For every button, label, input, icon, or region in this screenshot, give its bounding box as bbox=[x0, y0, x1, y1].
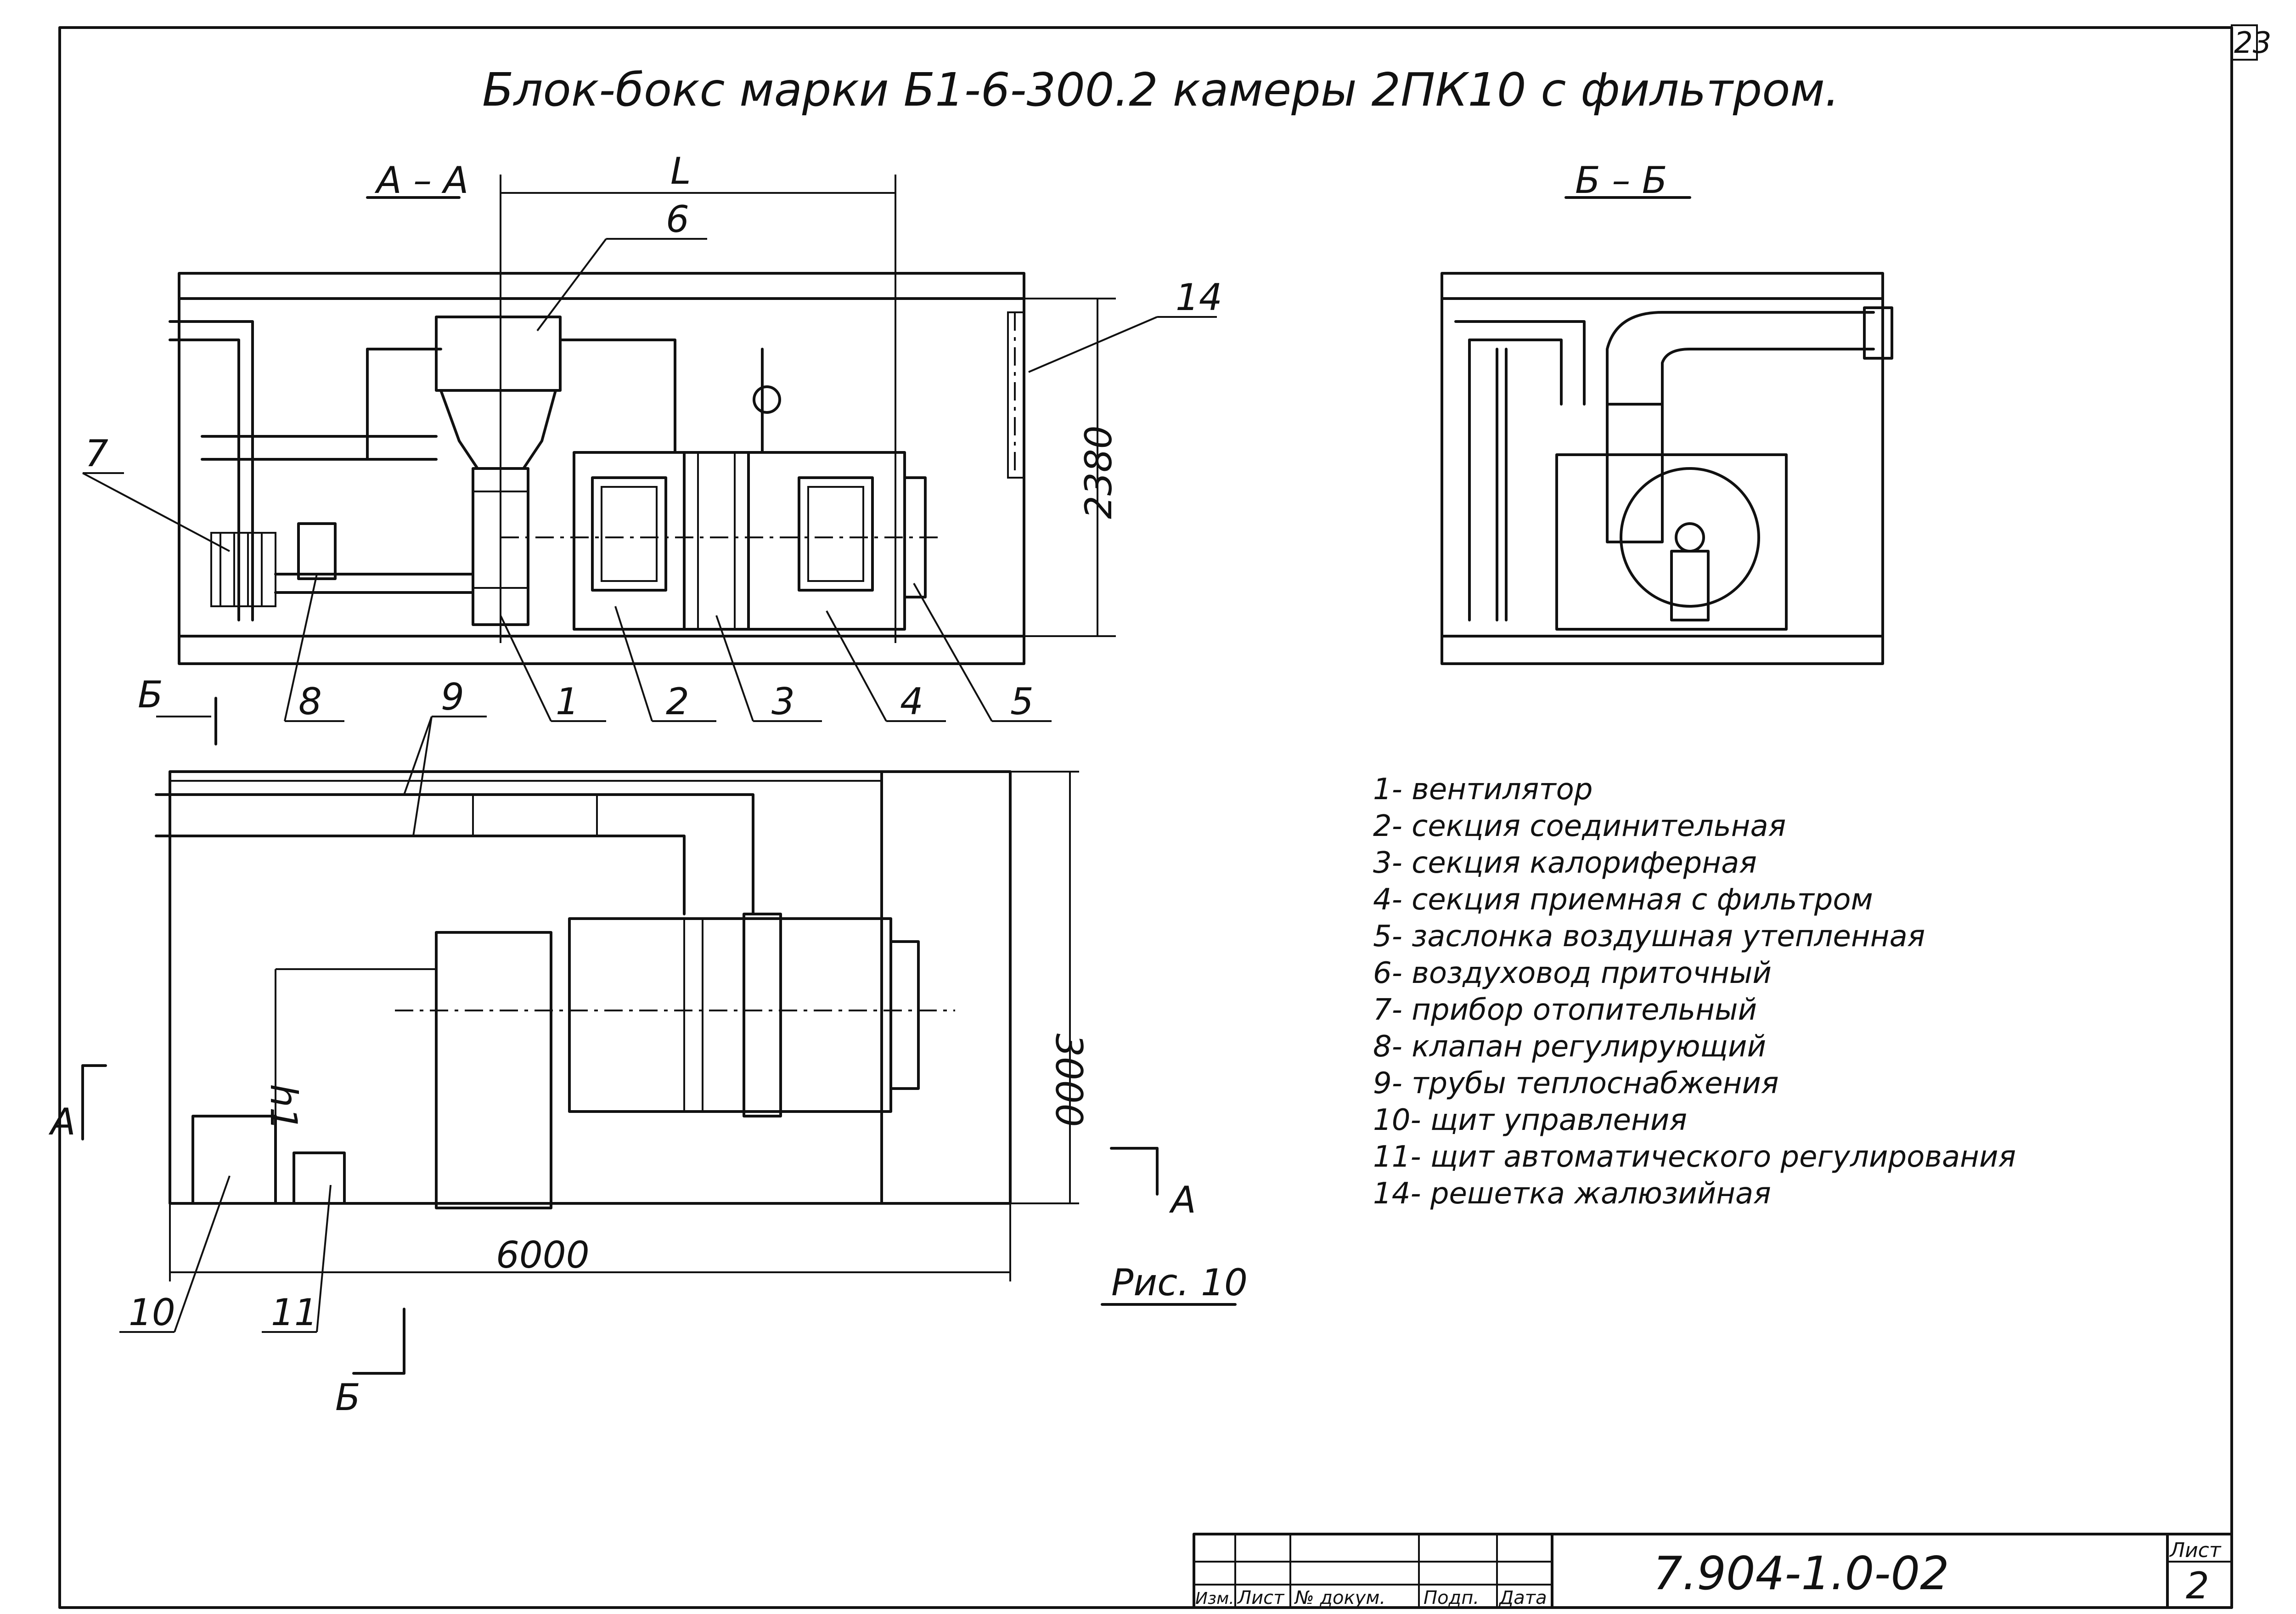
section-bb-view: Б – Б bbox=[1441, 159, 1893, 665]
legend-item-9: 9- трубы теплоснабжения bbox=[1373, 1067, 1779, 1100]
callout-11: 11 bbox=[271, 1291, 318, 1334]
legend-item-7: 7- прибор отопительный bbox=[1373, 993, 1757, 1027]
sheet-corner-box bbox=[2231, 24, 2258, 61]
tb-header-doc: № докум. bbox=[1294, 1587, 1385, 1608]
cut-marker-b-top: Б bbox=[138, 673, 163, 716]
callout-6: 6 bbox=[666, 198, 689, 241]
callout-2: 2 bbox=[666, 680, 689, 723]
section-bb-label: Б – Б bbox=[1575, 159, 1667, 202]
legend: 1- вентилятор 2- секция соединительная 3… bbox=[1373, 773, 2016, 1211]
tb-header-list: Лист bbox=[1237, 1587, 1285, 1608]
callout-1: 1 bbox=[556, 680, 579, 723]
callout-5: 5 bbox=[1010, 680, 1034, 723]
control-panel bbox=[191, 1115, 277, 1205]
tb-header-izm: Изм. bbox=[1195, 1589, 1234, 1608]
callout-3: 3 bbox=[771, 680, 795, 723]
cut-marker-b-bottom: Б bbox=[335, 1376, 360, 1419]
callout-8: 8 bbox=[298, 680, 322, 723]
section-aa-label: А – А bbox=[374, 159, 468, 202]
dim-6000-label: 6000 bbox=[496, 1234, 590, 1276]
heating-device bbox=[210, 532, 276, 607]
callout-7: 7 bbox=[85, 432, 108, 475]
tb-header-sign: Подп. bbox=[1424, 1587, 1479, 1608]
plan-room bbox=[169, 770, 1012, 1205]
drawing-title: Блок-бокс марки Б1-6-300.2 камеры 2ПК10 … bbox=[482, 63, 1840, 117]
tb-doc-number: 7.904-1.0-02 bbox=[1653, 1546, 1949, 1600]
automation-panel bbox=[293, 1151, 346, 1205]
legend-item-5: 5- заслонка воздушная утепленная bbox=[1373, 920, 1925, 954]
control-valve bbox=[297, 522, 337, 580]
legend-item-8: 8- клапан регулирующий bbox=[1373, 1030, 1766, 1064]
tb-sheet-label: Лист bbox=[2169, 1539, 2222, 1562]
aa-room bbox=[178, 272, 1025, 665]
figure-caption: Рис. 10 bbox=[1111, 1261, 1248, 1304]
sheet-corner-number: 23 bbox=[2234, 26, 2271, 60]
callout-14: 14 bbox=[1176, 276, 1222, 319]
dim-h1-label: h1 bbox=[262, 1084, 305, 1131]
louvre-grille bbox=[1007, 311, 1025, 479]
cut-marker-a-left: А bbox=[48, 1100, 76, 1143]
callout-10: 10 bbox=[129, 1291, 175, 1334]
legend-item-10: 10- щит управления bbox=[1373, 1103, 1687, 1137]
cut-marker-a-right: А bbox=[1169, 1179, 1196, 1221]
legend-item-14: 14- решетка жалюзийная bbox=[1373, 1177, 1771, 1211]
motor bbox=[753, 385, 781, 414]
title-block: Изм. Лист № докум. Подп. Дата 7.904-1.0-… bbox=[1193, 1533, 2233, 1609]
legend-item-11: 11- щит автоматического регулирования bbox=[1373, 1140, 2016, 1174]
fan bbox=[472, 467, 529, 626]
section-heater bbox=[683, 451, 750, 631]
legend-item-1: 1- вентилятор bbox=[1373, 773, 1593, 807]
tb-header-date: Дата bbox=[1498, 1587, 1547, 1608]
heat-pipes bbox=[155, 793, 754, 915]
legend-item-3: 3- секция калориферная bbox=[1373, 846, 1757, 880]
legend-item-4: 4- секция приемная с фильтром bbox=[1373, 883, 1873, 917]
section-aa-view: А – А L 2380 bbox=[82, 150, 1222, 745]
bb-room bbox=[1441, 272, 1884, 665]
dim-l-label: L bbox=[670, 150, 691, 192]
bb-fan-housing bbox=[1555, 453, 1788, 631]
supply-duct bbox=[435, 316, 562, 392]
plan-sections bbox=[568, 917, 892, 1113]
plan-view: h1 3000 6000 9 10 11 А А Б bbox=[48, 676, 1248, 1419]
legend-item-2: 2- секция соединительная bbox=[1373, 809, 1786, 843]
callout-4: 4 bbox=[900, 680, 923, 723]
legend-item-6: 6- воздуховод приточный bbox=[1373, 956, 1772, 990]
plan-fan bbox=[435, 931, 552, 1209]
tb-sheet-number: 2 bbox=[2186, 1564, 2209, 1607]
dim-3000-label: 3000 bbox=[1047, 1033, 1090, 1127]
sheet-frame bbox=[58, 26, 2233, 1609]
callout-9: 9 bbox=[441, 676, 464, 718]
dim-2380-label: 2380 bbox=[1077, 425, 1120, 519]
aa-piping bbox=[169, 320, 254, 621]
